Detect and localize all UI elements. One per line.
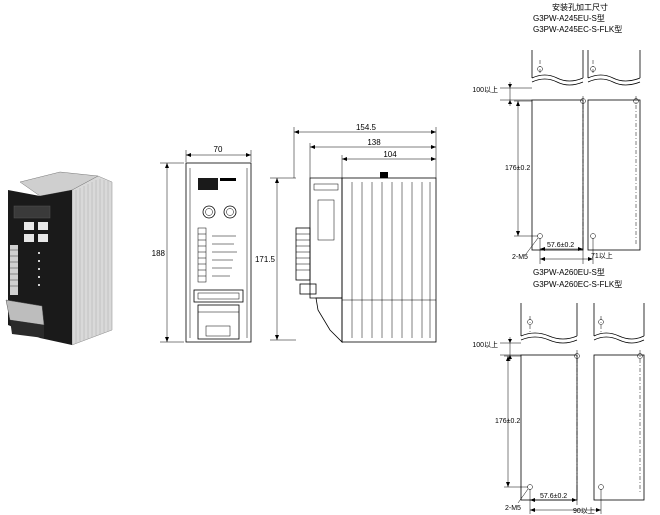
group1-hole-pitch-label: 57.6±0.2 — [547, 242, 574, 249]
front-width-label: 70 — [214, 145, 223, 154]
group2-pitch-label: 90以上 — [573, 506, 595, 515]
group1-model-b: G3PW-A245EC-S-FLK型 — [533, 25, 622, 34]
group1-pitch-label: 71以上 — [591, 251, 613, 260]
group2-height-label: 176±0.2 — [495, 418, 520, 425]
mounting-group-1: G3PW-A245EU-S型 G3PW-A245EC-S-FLK型 100以上 — [472, 14, 641, 264]
group1-height-label: 176±0.2 — [505, 165, 530, 172]
side-depth-1-label: 154.5 — [356, 123, 377, 132]
group1-hole-label: 2-M5 — [512, 254, 528, 261]
mounting-title: 安装孔加工尺寸 — [552, 2, 608, 12]
side-view: 154.5 138 104 171.5 — [255, 123, 437, 343]
mounting-group-2: G3PW-A260EU-S型 G3PW-A260EC-S-FLK型 100以上 — [472, 268, 645, 515]
product-photo — [5, 171, 113, 346]
group2-model-a: G3PW-A260EU-S型 — [533, 268, 605, 277]
side-depth-2-label: 138 — [367, 138, 381, 147]
group1-spacing-label: 100以上 — [472, 85, 498, 94]
mounting-holes: 安装孔加工尺寸 G3PW-A245EU-S型 G3PW-A245EC-S-FLK… — [472, 2, 645, 515]
group1-model-a: G3PW-A245EU-S型 — [533, 14, 605, 23]
group2-hole-label: 2-M5 — [505, 505, 521, 512]
group2-spacing-label: 100以上 — [472, 340, 498, 349]
front-height-label: 188 — [152, 249, 166, 258]
side-height-label: 171.5 — [255, 255, 276, 264]
side-depth-3-label: 104 — [383, 150, 397, 159]
front-view: 70 188 — [152, 145, 252, 343]
group2-model-b: G3PW-A260EC-S-FLK型 — [533, 280, 622, 289]
group2-hole-pitch-label: 57.6±0.2 — [540, 493, 567, 500]
